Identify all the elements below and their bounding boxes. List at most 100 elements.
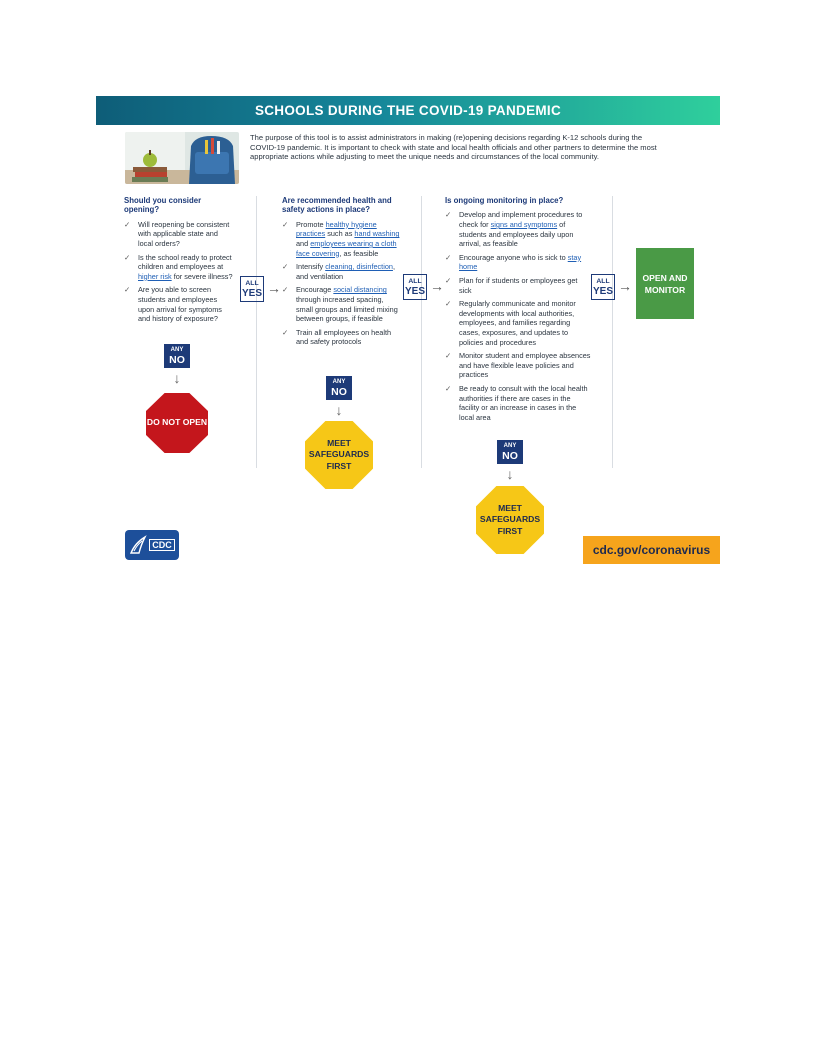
- resource-link[interactable]: stay home: [459, 252, 582, 272]
- item-text: , as feasible: [339, 248, 379, 258]
- yes-label: YES: [404, 286, 425, 297]
- intro-text: The purpose of this tool is to assist ad…: [250, 133, 657, 162]
- checklist-item: ✓ Plan for if students or employees get s…: [445, 276, 591, 295]
- checkmark-icon: ✓: [282, 327, 289, 337]
- item-text: such as: [325, 229, 355, 239]
- all-yes-badge-1: ALL YES: [240, 276, 264, 302]
- all-label: ALL: [596, 278, 610, 285]
- resource-link[interactable]: signs and symptoms: [490, 220, 558, 229]
- checklist-item: ✓ Is the school ready to protect children…: [124, 253, 234, 282]
- meet-safeguards-label: MEET SAFEGUARDS FIRST: [308, 437, 370, 471]
- checkmark-icon: ✓: [445, 383, 452, 393]
- question-consider-opening: Should you consider opening?: [124, 196, 202, 215]
- do-not-open-label: DO NOT OPEN: [146, 417, 208, 428]
- item-text: and: [296, 239, 311, 248]
- hhs-eagle-icon: [130, 535, 147, 554]
- resource-link[interactable]: social distancing: [333, 285, 387, 295]
- any-no-badge-1: ANY NO: [164, 344, 190, 368]
- actions-list: ✓ Promote healthy hygiene practices such …: [282, 220, 400, 347]
- all-label: ALL: [245, 280, 259, 287]
- no-label: NO: [169, 354, 185, 366]
- checkmark-icon: ✓: [282, 285, 289, 295]
- banner-title: SCHOOLS DURING THE COVID-19 PANDEMIC: [254, 103, 562, 118]
- item-text: Regularly communicate and monitor develo…: [459, 299, 576, 347]
- resource-link[interactable]: hand washing: [354, 229, 400, 239]
- checkmark-icon: ✓: [445, 252, 452, 262]
- checklist-item: ✓ Develop and implement procedures to che…: [445, 210, 591, 248]
- any-label: ANY: [503, 443, 517, 449]
- checklist-item: ✓ Promote healthy hygiene practices such …: [282, 220, 400, 258]
- checkmark-icon: ✓: [445, 351, 452, 361]
- arrow-down-icon: ↓: [173, 370, 181, 386]
- item-text: Develop and implement procedures to chec…: [459, 210, 583, 229]
- arrow-right-icon: →: [618, 278, 632, 294]
- meet-safeguards-sign-2: MEET SAFEGUARDS FIRST: [476, 486, 544, 554]
- checklist-item: ✓ Are you able to screen students and emp…: [124, 285, 234, 323]
- item-text: for severe illness?: [171, 271, 233, 281]
- all-yes-badge-3: ALL YES: [591, 274, 615, 300]
- arrow-down-icon: ↓: [506, 466, 514, 482]
- arrow-right-icon: →: [267, 280, 281, 296]
- column-divider: [256, 196, 257, 468]
- checklist-item: ✓ Intensify cleaning, disinfection, and v…: [282, 262, 400, 281]
- school-supplies-photo: [125, 132, 239, 184]
- any-no-badge-2: ANY NO: [326, 376, 352, 400]
- item-text: , and ventilation: [296, 262, 395, 281]
- no-label: NO: [502, 450, 518, 462]
- column-health-safety-actions: Are recommended health and safety action…: [282, 196, 400, 351]
- all-label: ALL: [408, 278, 422, 285]
- checkmark-icon: ✓: [445, 275, 452, 285]
- checklist-item: ✓ Encourage social distancing through inc…: [282, 285, 400, 323]
- item-text: Train all employees on health and safety…: [296, 327, 392, 347]
- checklist-item: ✓Will reopening be consistent with appli…: [124, 220, 234, 249]
- checkmark-icon: ✓: [282, 219, 289, 229]
- checkmark-icon: ✓: [124, 285, 131, 295]
- checklist-item: ✓ Train all employees on health and safet…: [282, 328, 400, 347]
- item-text: Intensify: [296, 262, 326, 272]
- checklist-item: ✓ Encourage anyone who is sick to stay ho…: [445, 253, 591, 272]
- item-text: Is the school ready to protect children …: [138, 252, 232, 272]
- do-not-open-stop-sign: DO NOT OPEN: [146, 393, 208, 453]
- monitoring-list: ✓ Develop and implement procedures to che…: [445, 210, 591, 422]
- criteria-list: ✓ Will reopening be consistent with appli…: [124, 220, 234, 324]
- resource-link[interactable]: cleaning, disinfection: [325, 262, 393, 272]
- meet-safeguards-sign-1: MEET SAFEGUARDS FIRST: [305, 421, 373, 489]
- checkmark-icon: ✓: [124, 252, 131, 262]
- any-label: ANY: [170, 347, 184, 353]
- open-and-monitor-label: OPEN AND MONITOR: [642, 272, 688, 295]
- item-text: of students and employees daily upon arr…: [459, 220, 574, 249]
- item-text: through increased spacing, small groups …: [296, 294, 398, 324]
- item-text: Encourage anyone who is sick to: [459, 252, 568, 262]
- item-text: Are you able to screen students and empl…: [138, 285, 222, 324]
- arrow-down-icon: ↓: [335, 402, 343, 418]
- item-text: Be ready to consult with the local healt…: [459, 383, 588, 422]
- checkmark-icon: ✓: [282, 262, 289, 272]
- arrow-right-icon: →: [430, 278, 444, 294]
- column-ongoing-monitoring: Is ongoing monitoring in place? ✓ Develop…: [445, 196, 591, 426]
- any-no-badge-3: ANY NO: [497, 440, 523, 464]
- item-text: Plan for if students or employees get si…: [459, 275, 578, 295]
- resource-link[interactable]: employees wearing a cloth face covering: [296, 239, 397, 258]
- item-text: Promote: [296, 219, 326, 229]
- item-text: Encourage: [296, 285, 334, 295]
- open-and-monitor-box: OPEN AND MONITOR: [636, 248, 694, 319]
- resource-link[interactable]: higher risk: [138, 271, 172, 281]
- all-yes-badge-2: ALL YES: [403, 274, 427, 300]
- yes-label: YES: [592, 286, 613, 297]
- checkmark-icon: ✓: [445, 299, 452, 309]
- any-label: ANY: [332, 379, 346, 385]
- cdc-url[interactable]: cdc.gov/coronavirus: [583, 536, 720, 564]
- question-health-safety: Are recommended health and safety action…: [282, 196, 392, 215]
- checkmark-icon: ✓: [445, 210, 452, 220]
- title-banner: SCHOOLS DURING THE COVID-19 PANDEMIC: [96, 96, 720, 125]
- cdc-logo: CDC: [125, 530, 179, 560]
- resource-link[interactable]: healthy hygiene practices: [296, 219, 377, 239]
- column-divider: [421, 196, 422, 468]
- no-label: NO: [331, 386, 347, 398]
- yes-label: YES: [241, 288, 262, 299]
- checklist-item: ✓ Monitor student and employee absences a…: [445, 351, 591, 380]
- item-text: Will reopening be consistent with applic…: [138, 219, 230, 248]
- item-text: Monitor student and employee absences an…: [459, 351, 591, 380]
- checklist-item: ✓ Regularly communicate and monitor devel…: [445, 299, 591, 347]
- question-monitoring: Is ongoing monitoring in place?: [445, 196, 564, 205]
